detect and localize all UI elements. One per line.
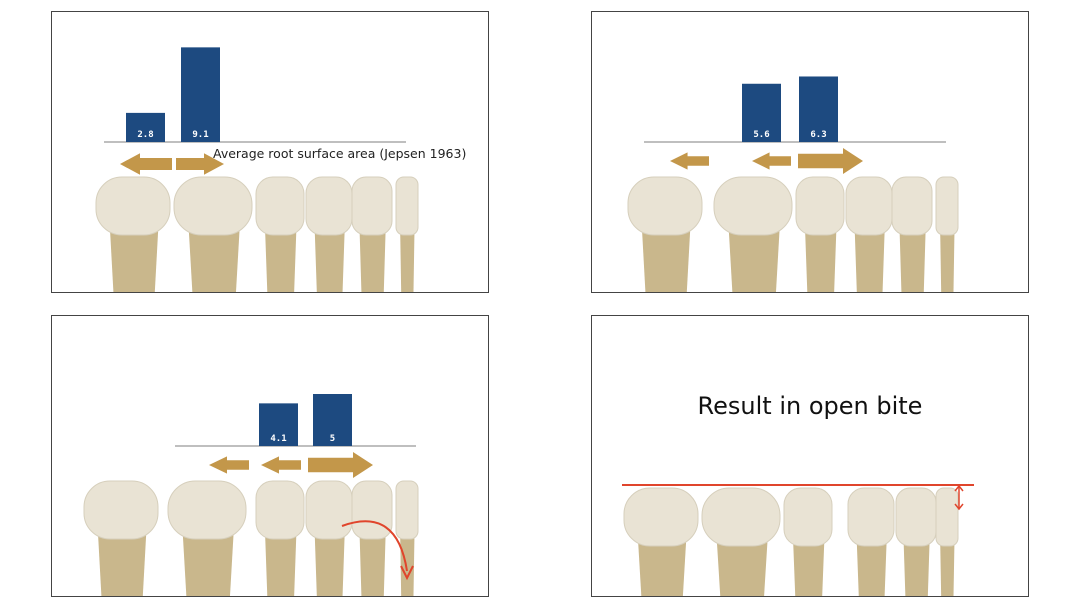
panel-1-graphic: 2.8 9.1 — [95, 47, 419, 292]
tooth-crown — [305, 176, 353, 236]
tooth-crown — [795, 176, 845, 236]
tooth-crown — [395, 480, 419, 540]
bar-value-label: 4.1 — [270, 434, 286, 444]
tooth-crown — [713, 176, 793, 236]
tooth-crown — [627, 176, 703, 236]
bar-value-label: 5.6 — [753, 130, 769, 140]
tooth-crown — [305, 480, 353, 540]
tooth-crown — [623, 487, 699, 547]
arrow-right-icon — [798, 148, 863, 174]
panel-root-surface-area: 2.8 9.1 Average root surface area (Jepsen… — [51, 11, 489, 293]
tooth-root — [359, 521, 386, 596]
tooth-root — [188, 217, 241, 292]
tooth-crown — [255, 176, 305, 236]
bar-0 — [742, 83, 781, 142]
tooth-root — [264, 521, 297, 596]
tooth-crown — [83, 480, 159, 540]
tooth-crown — [395, 176, 419, 236]
tooth-root — [641, 217, 691, 292]
arrow-left-icon — [670, 152, 709, 170]
tooth-root — [264, 217, 297, 292]
tooth-root — [899, 217, 926, 292]
chart-caption: Average root surface area (Jepsen 1963) — [213, 146, 467, 161]
tooth-crown — [935, 487, 959, 547]
tooth-root — [314, 217, 346, 292]
open-bite-title: Result in open bite — [697, 392, 923, 420]
tooth-crown — [167, 480, 247, 540]
tooth-root — [182, 521, 235, 596]
tooth-crown — [255, 480, 305, 540]
tooth-crown — [783, 487, 833, 547]
tooth-crown — [351, 480, 393, 540]
arrow-right-icon — [176, 153, 224, 175]
bar-0 — [126, 112, 165, 142]
tooth-crown — [895, 487, 937, 547]
tooth-root — [728, 217, 781, 292]
arrow-left-icon — [209, 456, 249, 474]
bar-1 — [313, 394, 352, 446]
tooth-root — [854, 217, 886, 292]
tooth-crown — [845, 176, 893, 236]
bar-value-label: 2.8 — [137, 130, 153, 140]
panel-4-graphic — [622, 484, 974, 596]
tooth-crown — [891, 176, 933, 236]
tooth-root — [109, 217, 159, 292]
tooth-root — [399, 521, 415, 596]
tooth-crown — [847, 487, 895, 547]
bar-1 — [181, 47, 220, 142]
tooth-root — [804, 217, 837, 292]
bar-value-label: 5 — [330, 434, 335, 444]
bar-0 — [259, 403, 298, 446]
tooth-crown — [935, 176, 959, 236]
tooth-root — [939, 217, 955, 292]
tooth-root — [359, 217, 386, 292]
tooth-crown — [701, 487, 781, 547]
rotation-arrow-icon — [341, 520, 408, 572]
arrow-right-icon — [308, 452, 373, 478]
rotation-arrowhead-icon — [400, 565, 414, 581]
tooth-crown — [95, 176, 171, 236]
arrow-left-icon — [752, 152, 791, 170]
panel-2-graphic: 5.6 6.3 — [627, 76, 959, 292]
arrow-left-icon — [120, 153, 172, 175]
arrow-left-icon — [261, 456, 301, 474]
panel-premolar-comparison: 5.6 6.3 — [591, 11, 1029, 293]
tooth-root — [399, 217, 415, 292]
bar-value-label: 9.1 — [192, 130, 208, 140]
bar-1 — [799, 76, 838, 142]
tooth-root — [314, 521, 346, 596]
bar-value-label: 6.3 — [810, 130, 826, 140]
double-arrow-icon — [954, 484, 964, 511]
tooth-crown — [351, 176, 393, 236]
panel-open-bite: Result in open bite — [591, 315, 1029, 597]
tooth-crown — [173, 176, 253, 236]
tooth-root — [97, 521, 147, 596]
